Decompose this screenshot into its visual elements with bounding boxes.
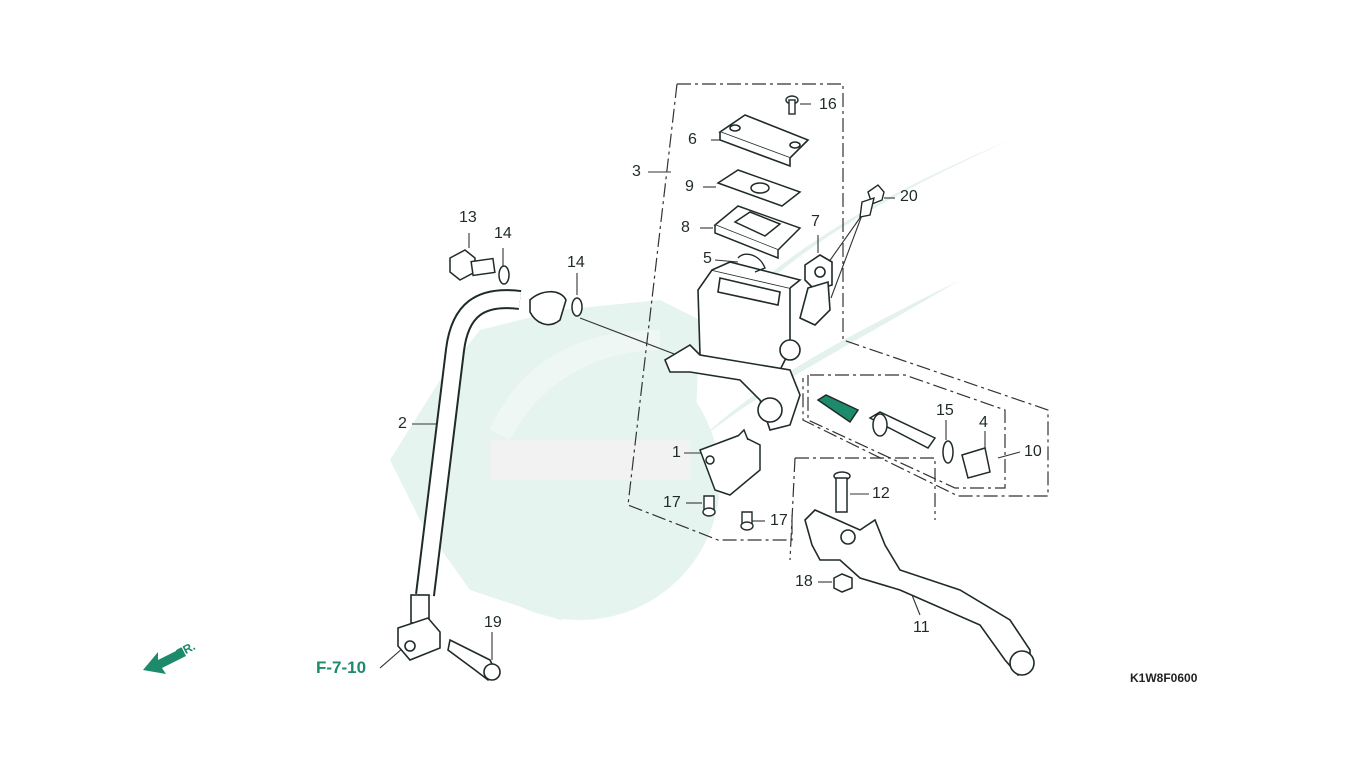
holder-7 (799, 254, 833, 326)
callout-6: 6 (688, 131, 697, 148)
callout-2: 2 (398, 415, 407, 432)
callout-5: 5 (703, 250, 712, 267)
brake-hose-2 (397, 289, 567, 682)
plate-9 (716, 169, 802, 207)
callout-17: 17 (770, 512, 788, 529)
callout-9: 9 (685, 178, 694, 195)
reservoir-cap-6 (718, 114, 810, 168)
callout-20: 20 (900, 188, 918, 205)
callout-7: 7 (811, 213, 820, 230)
screw-17 (702, 495, 754, 531)
callout-14: 14 (567, 254, 585, 271)
callout-19: 19 (484, 614, 502, 631)
direction-arrow (143, 648, 186, 674)
clip-5 (737, 253, 766, 273)
callout-17: 17 (663, 494, 681, 511)
callout-4: 4 (979, 414, 988, 431)
assembly-3-outline (627, 83, 1049, 541)
banjo-bolt-13 (449, 249, 583, 317)
reference-link[interactable]: F-7-10 (316, 658, 367, 677)
master-cylinder-body (663, 261, 802, 431)
pivot-bolt-12 (833, 471, 851, 513)
callout-3: 3 (632, 163, 641, 180)
callout-16: 16 (819, 96, 837, 113)
callout-18: 18 (795, 573, 813, 590)
callout-10: 10 (1024, 443, 1042, 460)
callout-1: 1 (672, 444, 681, 461)
assembly-10-outline (807, 374, 1006, 489)
bolt-20 (859, 184, 885, 218)
watermark-logo (390, 140, 1010, 620)
diaphragm-8 (713, 205, 802, 260)
drawing-code: K1W8F0600 (1130, 671, 1198, 685)
callout-11: 11 (913, 619, 930, 636)
nut-18 (833, 573, 853, 593)
screw-16 (785, 95, 799, 115)
callout-8: 8 (681, 219, 690, 236)
switch-1 (699, 428, 761, 496)
callout-15: 15 (936, 402, 954, 419)
callout-13: 13 (459, 209, 477, 226)
callout-14: 14 (494, 225, 512, 242)
callout-12: 12 (872, 485, 890, 502)
lever-outline (789, 457, 936, 561)
piston-set-10 (816, 394, 991, 479)
brake-lever-11 (804, 509, 1035, 676)
